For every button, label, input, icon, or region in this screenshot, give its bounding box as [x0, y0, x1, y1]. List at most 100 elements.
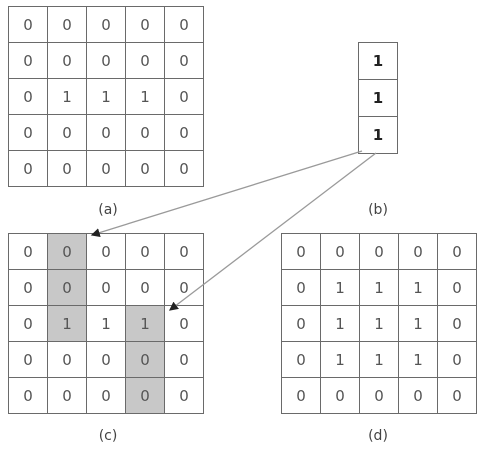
grid-c-cell: 0	[8, 233, 48, 270]
grid-b-row: 1	[358, 79, 398, 117]
grid-a-cell: 0	[86, 42, 126, 79]
grid-d-cell: 1	[398, 269, 438, 306]
grid-d-cell: 0	[437, 377, 477, 414]
grid-c-cell: 0	[125, 377, 165, 414]
grid-a-cell: 0	[164, 78, 204, 115]
grid-a-cell: 0	[86, 114, 126, 151]
grid-d-cell: 0	[398, 377, 438, 414]
grid-a-cell: 0	[125, 150, 165, 187]
grid-d-cell: 1	[320, 305, 360, 342]
grid-a-cell: 0	[8, 42, 48, 79]
grid-c-cell: 0	[125, 269, 165, 306]
grid-a-cell: 0	[8, 78, 48, 115]
grid-c-cell: 0	[164, 341, 204, 378]
grid-a-cell: 0	[164, 114, 204, 151]
grid-c-cell: 0	[86, 233, 126, 270]
grid-d-cell: 0	[437, 269, 477, 306]
grid-d-cell: 1	[398, 305, 438, 342]
grid-a-cell: 0	[164, 6, 204, 43]
grid-c-cell: 0	[164, 377, 204, 414]
grid-a-cell: 0	[164, 150, 204, 187]
grid-a-cell: 0	[86, 150, 126, 187]
grid-a-cell: 0	[47, 42, 87, 79]
grid-d-cell: 0	[437, 305, 477, 342]
grid-a-cell: 0	[125, 6, 165, 43]
grid-c-cell: 0	[47, 233, 87, 270]
grid-a-cell: 0	[125, 42, 165, 79]
grid-a-cell: 0	[47, 150, 87, 187]
grid-d-cell: 0	[281, 233, 321, 270]
caption-b: (b)	[368, 202, 388, 218]
grid-c-cell: 0	[47, 269, 87, 306]
grid-c-cell: 0	[164, 269, 204, 306]
grid-c-cell: 0	[8, 269, 48, 306]
grid-d-cell: 1	[398, 341, 438, 378]
grid-b-cell: 1	[358, 116, 398, 154]
grid-a-cell: 0	[125, 114, 165, 151]
grid-a-cell: 0	[47, 6, 87, 43]
grid-b-row: 1	[358, 116, 398, 154]
grid-b-cell: 1	[358, 42, 398, 80]
grid-b-cell: 1	[358, 79, 398, 117]
grid-b-row: 1	[358, 42, 398, 80]
grid-c-cell: 0	[47, 377, 87, 414]
grid-c-cell: 0	[125, 341, 165, 378]
grid-c-cell: 0	[47, 341, 87, 378]
grid-d-cell: 0	[359, 233, 399, 270]
grid-d-cell: 0	[320, 233, 360, 270]
grid-a-cell: 0	[164, 42, 204, 79]
grid-a-cell: 0	[8, 6, 48, 43]
grid-c-cell: 0	[8, 377, 48, 414]
grid-c-cell: 0	[8, 341, 48, 378]
grid-c-cell: 0	[8, 305, 48, 342]
caption-d: (d)	[368, 428, 388, 444]
grid-a-cell: 1	[125, 78, 165, 115]
grid-c-cell: 0	[86, 341, 126, 378]
grid-c-cell: 1	[47, 305, 87, 342]
grid-d-cell: 1	[320, 341, 360, 378]
caption-c: (c)	[98, 428, 118, 444]
grid-d-cell: 0	[281, 377, 321, 414]
grid-d-cell: 0	[398, 233, 438, 270]
grid-d-cell: 0	[437, 233, 477, 270]
grid-d-cell: 0	[437, 341, 477, 378]
grid-d-cell: 1	[320, 269, 360, 306]
grid-c-cell: 0	[164, 305, 204, 342]
grid-a-cell: 1	[47, 78, 87, 115]
grid-c-cell: 0	[164, 233, 204, 270]
grid-d-cell: 0	[359, 377, 399, 414]
caption-a: (a)	[98, 202, 118, 218]
grid-c-cell: 1	[125, 305, 165, 342]
grid-d-cell: 0	[281, 305, 321, 342]
grid-a-cell: 0	[47, 114, 87, 151]
grid-d-cell: 0	[320, 377, 360, 414]
grid-c-cell: 0	[86, 269, 126, 306]
grid-c-cell: 0	[125, 233, 165, 270]
grid-d-cell: 0	[281, 269, 321, 306]
grid-d-cell: 1	[359, 341, 399, 378]
grid-a-cell: 0	[8, 114, 48, 151]
grid-d-cell: 1	[359, 269, 399, 306]
grid-a-cell: 1	[86, 78, 126, 115]
